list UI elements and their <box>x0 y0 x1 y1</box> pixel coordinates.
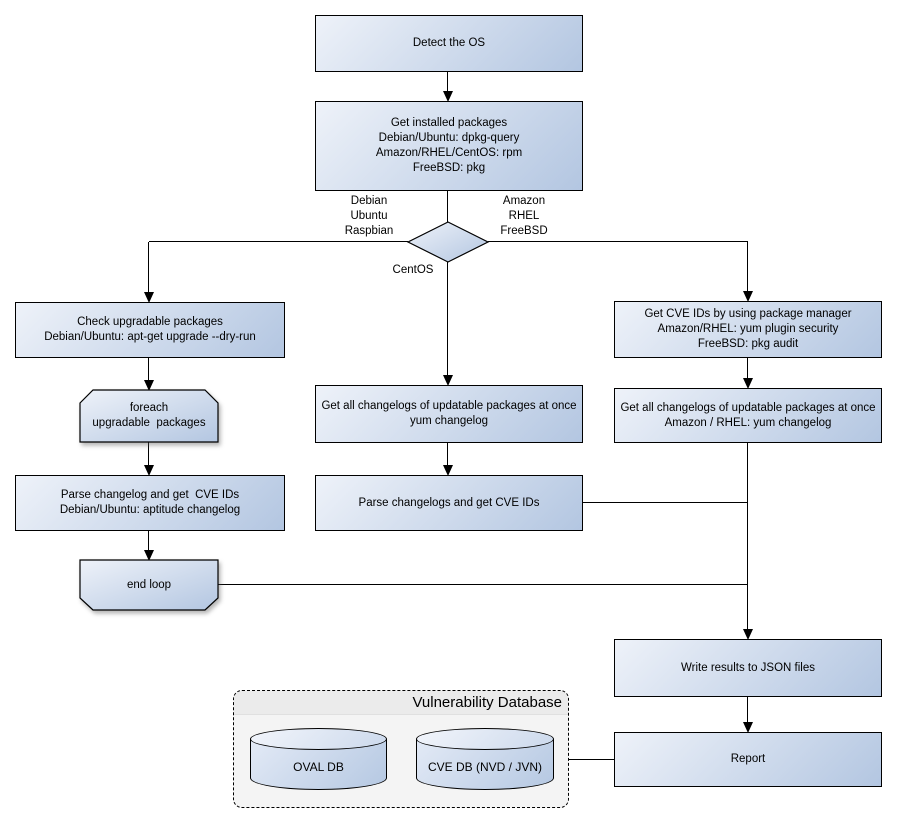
node-label: Parse changelog and get CVE IDs <box>60 489 240 501</box>
node-label: Amazon / RHEL: yum changelog <box>664 416 832 429</box>
edge-parse-mid-to-join <box>583 502 748 503</box>
node-parse-changelog-deb: Parse changelog and get CVE IDs Debian/U… <box>15 475 285 531</box>
arrowhead-icon <box>743 629 753 640</box>
edge-decision-left <box>149 241 408 242</box>
edge-changelogs-to-parse-mid <box>447 443 448 466</box>
arrowhead-icon <box>144 465 154 476</box>
node-label: Report <box>730 753 766 765</box>
node-label: FreeBSD: pkg audit <box>697 338 799 350</box>
edge-label-right-branch: Amazon RHEL FreeBSD <box>484 194 564 239</box>
node-label: Detect the OS <box>412 37 486 49</box>
node-label: Get installed packages <box>390 117 508 129</box>
edge-writejson-to-report <box>747 697 748 723</box>
node-get-changelogs-centos: Get all changelogs of updatable packages… <box>315 385 583 443</box>
node-label: end loop <box>126 578 172 591</box>
edge-label-bottom-branch: CentOS <box>383 263 443 278</box>
node-foreach-shape <box>79 389 219 443</box>
edge-label-line: FreeBSD <box>500 225 548 237</box>
arrowhead-icon <box>443 91 453 102</box>
node-label: foreach <box>129 402 169 414</box>
cylinder-top <box>416 728 554 750</box>
node-parse-changelogs: Parse changelogs and get CVE IDs <box>315 475 583 531</box>
node-get-changelogs-amazon: Get all changelogs of updatable packages… <box>614 388 882 443</box>
node-label: Check upgradable packages <box>77 316 223 328</box>
node-label: Amazon/RHEL/CentOS: rpm <box>375 147 523 159</box>
node-end-loop: end loop <box>79 559 219 611</box>
arrowhead-icon <box>144 292 154 303</box>
edge-decision-right-down <box>747 242 748 292</box>
edge-label-line: Raspbian <box>344 225 394 237</box>
edge-installed-to-decision <box>447 191 448 222</box>
node-label: Write results to JSON files <box>681 661 815 674</box>
node-label: yum changelog <box>410 415 488 427</box>
os-decision-diamond <box>406 221 490 263</box>
node-write-json: Write results to JSON files <box>614 639 882 697</box>
edge-foreach-to-parse <box>148 442 149 466</box>
edge-label-left-branch: Debian Ubuntu Raspbian <box>329 194 409 239</box>
cve-db-cylinder: CVE DB (NVD / JVN) <box>416 728 554 790</box>
node-label: Parse changelogs and get CVE IDs <box>358 496 540 509</box>
node-label: Get all changelogs of updatable packages… <box>620 401 876 414</box>
edge-join-to-writejson <box>747 443 748 631</box>
node-label: Amazon/RHEL: yum plugin security <box>657 323 839 335</box>
edge-decision-left-down <box>148 242 149 293</box>
node-label: Get all changelogs of updatable packages… <box>321 400 577 412</box>
node-report: Report <box>614 732 882 787</box>
edge-cveids-to-changelogs <box>747 358 748 379</box>
edge-check-to-foreach <box>148 358 149 381</box>
node-label: Debian/Ubuntu: dpkg-query <box>378 132 520 144</box>
arrowhead-icon <box>743 291 753 302</box>
edge-label-line: Debian <box>350 195 388 207</box>
edge-label-line: Amazon <box>502 195 546 207</box>
db-label: OVAL DB <box>293 760 344 774</box>
arrowhead-icon <box>743 378 753 389</box>
node-get-installed-packages: Get installed packages Debian/Ubuntu: dp… <box>315 101 583 191</box>
node-label: upgradable packages <box>92 417 206 429</box>
edge-label-line: RHEL <box>508 210 540 222</box>
arrowhead-icon <box>144 550 154 561</box>
db-label: CVE DB (NVD / JVN) <box>427 760 542 774</box>
edge-endloop-to-join <box>218 584 748 585</box>
edge-decision-bottom <box>447 261 448 376</box>
arrowhead-icon <box>443 375 453 386</box>
node-check-upgradable: Check upgradable packages Debian/Ubuntu:… <box>15 302 285 358</box>
oval-db-cylinder: OVAL DB <box>250 728 387 790</box>
edge-parse-to-endloop <box>148 531 149 551</box>
node-label: Debian/Ubuntu: aptitude changelog <box>59 504 241 516</box>
node-end-loop-shape <box>79 559 219 611</box>
cylinder-top <box>250 728 387 750</box>
node-label: Debian/Ubuntu: apt-get upgrade --dry-run <box>44 331 256 343</box>
arrowhead-icon <box>743 722 753 733</box>
node-label: FreeBSD: pkg <box>412 162 486 174</box>
arrowhead-icon <box>443 465 453 476</box>
edge-label-line: CentOS <box>392 264 434 276</box>
vulnerability-database-title-band <box>234 691 568 715</box>
vulnerability-database-title: Vulnerability Database <box>412 694 562 711</box>
edge-vulndb-to-report <box>569 759 614 760</box>
node-label: Get CVE IDs by using package manager <box>644 308 852 320</box>
node-detect-os: Detect the OS <box>315 15 583 72</box>
edge-detect-to-installed <box>447 72 448 92</box>
edge-decision-right <box>488 241 748 242</box>
node-foreach-loop: foreach upgradable packages <box>79 389 219 443</box>
node-get-cve-ids-pkg-manager: Get CVE IDs by using package manager Ama… <box>614 301 882 358</box>
edge-label-line: Ubuntu <box>350 210 388 222</box>
arrowhead-icon <box>144 380 154 391</box>
